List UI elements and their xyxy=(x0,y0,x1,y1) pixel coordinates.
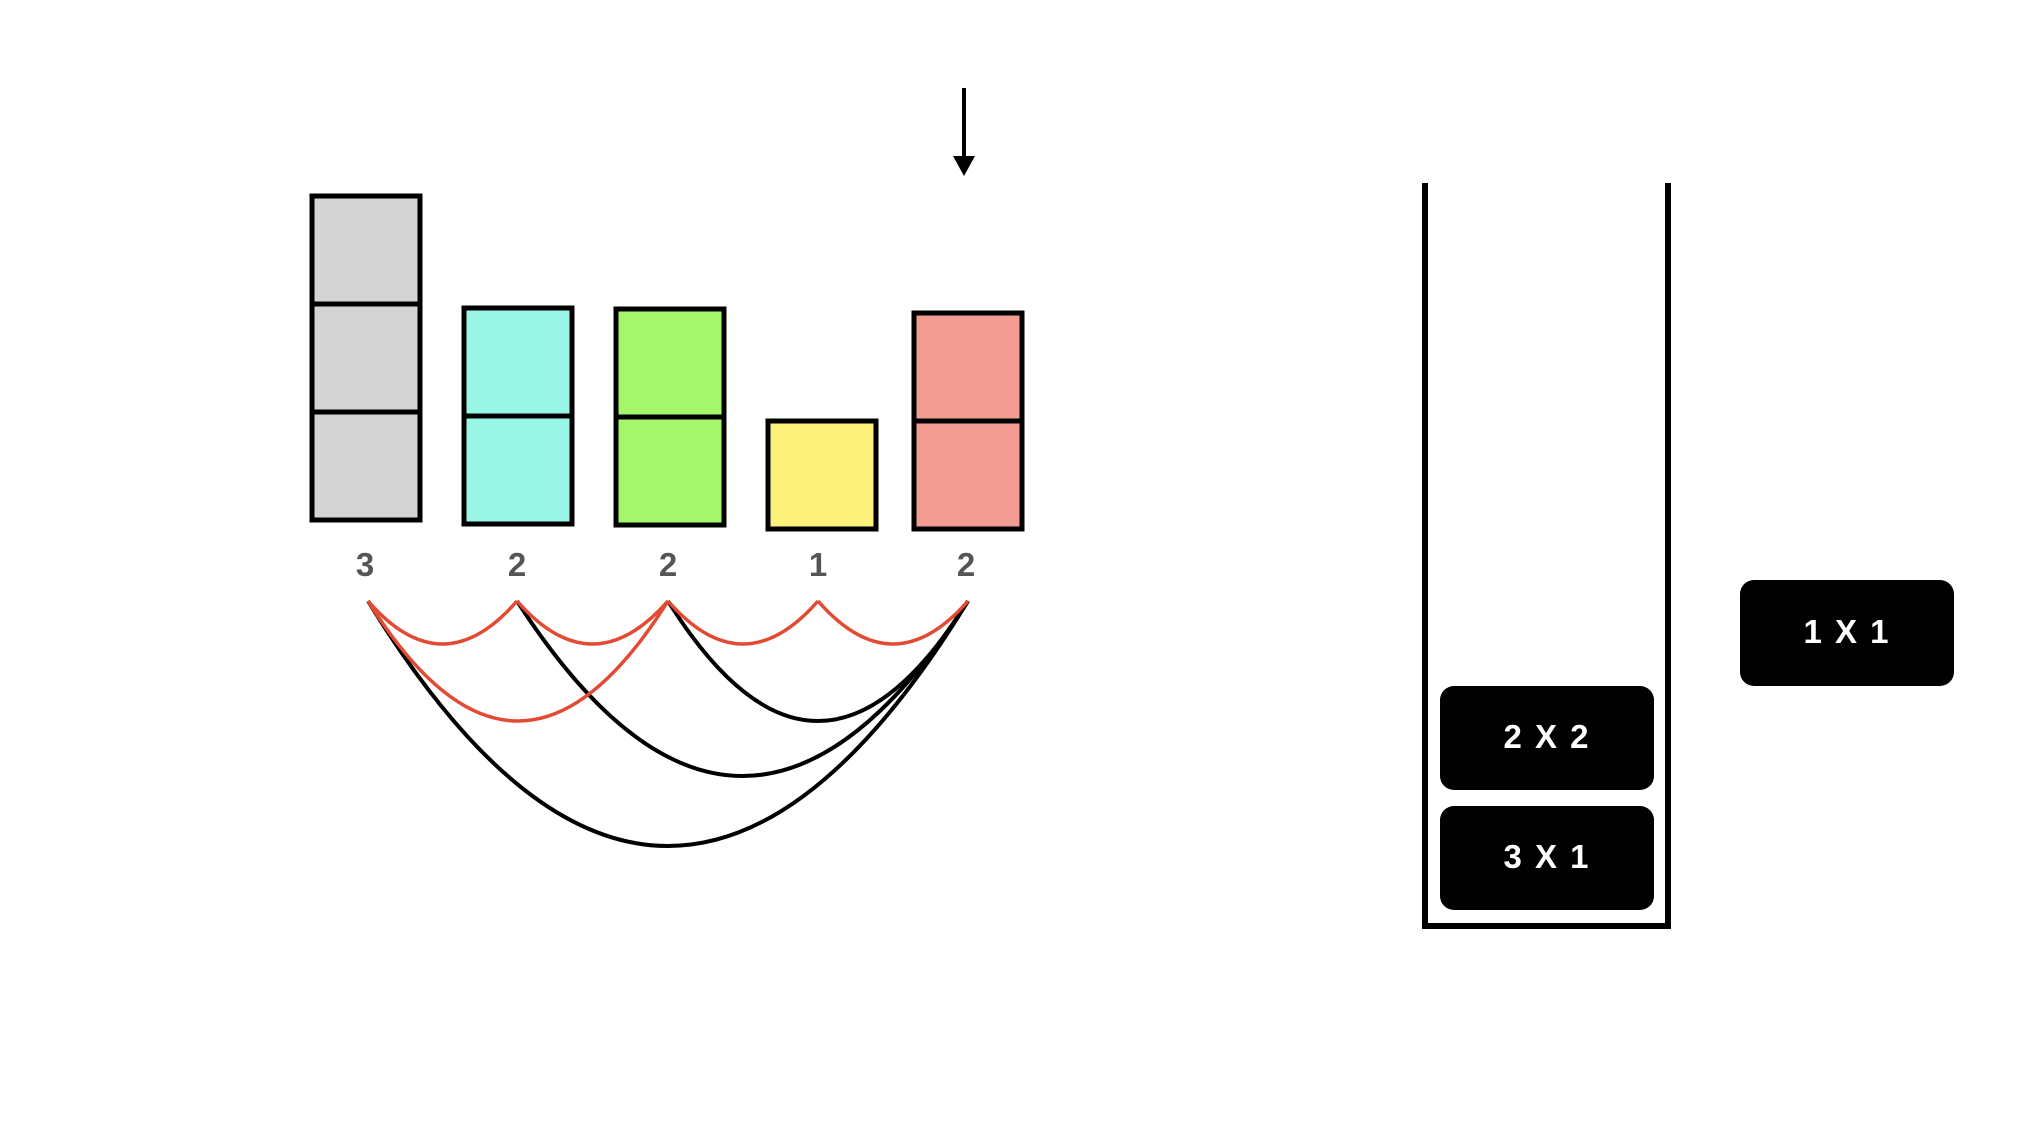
red-arc-2 xyxy=(666,599,820,646)
bar-3 xyxy=(765,418,879,532)
stack-item-top: 2 X 2 xyxy=(1440,686,1654,790)
bar-0-cell-0 xyxy=(309,193,423,307)
bar-1-cell-1 xyxy=(461,413,575,527)
bar-labels: 3 2 2 1 2 xyxy=(356,546,975,583)
bar-4-cell-0 xyxy=(911,310,1025,424)
incoming-item: 1 X 1 xyxy=(1740,580,1954,686)
red-arc-0 xyxy=(366,599,519,646)
connection-arcs xyxy=(366,599,970,848)
bar-4 xyxy=(911,310,1025,532)
bar-label-4: 2 xyxy=(957,546,975,583)
pointer-arrow xyxy=(953,88,975,176)
bar-0-cell-2 xyxy=(309,409,423,523)
bar-1 xyxy=(461,305,575,527)
bar-2-cell-0 xyxy=(613,306,727,420)
bar-label-0: 3 xyxy=(356,546,374,583)
bar-0 xyxy=(309,193,423,523)
bar-label-1: 2 xyxy=(508,546,526,583)
stack-item-bottom-label: 3 X 1 xyxy=(1503,838,1590,875)
histogram-bars xyxy=(309,193,1025,532)
black-arc-0 xyxy=(515,599,970,778)
bar-3-cell-0 xyxy=(765,418,879,532)
bar-2-cell-1 xyxy=(613,414,727,528)
red-arc-1 xyxy=(515,599,670,646)
red-arc-4 xyxy=(366,600,670,723)
black-arc-2 xyxy=(666,599,970,723)
red-arc-3 xyxy=(816,599,970,646)
bar-1-cell-0 xyxy=(461,305,575,419)
bar-4-cell-1 xyxy=(911,418,1025,532)
bar-label-2: 2 xyxy=(659,546,677,583)
incoming-item-label: 1 X 1 xyxy=(1803,613,1890,650)
stack-item-top-label: 2 X 2 xyxy=(1503,718,1590,755)
stack-item-bottom: 3 X 1 xyxy=(1440,806,1654,910)
bar-2 xyxy=(613,306,727,528)
stack-container xyxy=(1422,183,1671,929)
black-arc-1 xyxy=(366,599,970,848)
bar-0-cell-1 xyxy=(309,301,423,415)
bar-label-3: 1 xyxy=(809,546,827,583)
